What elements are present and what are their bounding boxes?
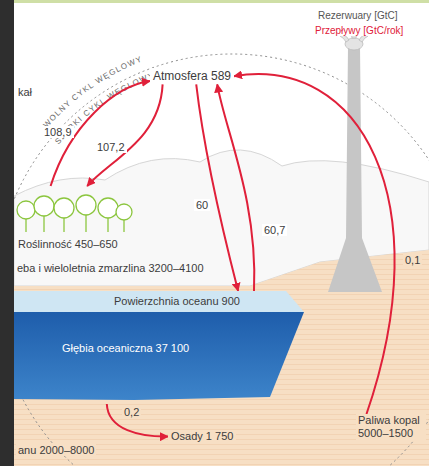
side-band [0,0,14,466]
reservoir-text: Paliwa kopal 5000–1500 [358,414,424,440]
cycle-label-text: WOLNY CYKL WĘGLOWY [42,54,144,129]
flow-arrow [107,404,168,437]
fossil-fuel-node: Paliwa kopal 5000–1500 [356,414,426,440]
flow-value: 107,2 [95,141,127,153]
note-label: kał [16,86,34,98]
note-label: Przepływy [GtC/rok] [313,25,405,36]
soil-node: eba i wieloletnia zmarzlina 3200–4100 [14,262,207,275]
reservoir-text: Roślinność 450–650 [18,238,118,251]
ocean-surface-band: Powierzchnia oceanu 900 [14,291,314,312]
flow-value: 108,9 [42,126,74,138]
reservoir-text: Powierzchnia oceanu 900 [114,295,240,308]
cycle-label: WOLNY CYKL WĘGLOWY [42,54,144,129]
reservoir-label: Atmosfera 589 [150,68,234,84]
vegetation-node: Roślinność 450–650 [14,186,136,256]
flow-value: 0,1 [403,254,422,266]
flow-value: 0,2 [122,406,141,418]
sediment-node: Osady 1 750 [168,430,236,443]
note-label: anu 2000–8000 [16,444,96,456]
deep-ocean-region: Głębia oceaniczna 37 100 [14,312,304,404]
flow-value: 60,7 [262,224,287,236]
flow-arrow [217,84,254,291]
flow-arrow [196,84,238,291]
reservoir-text: Osady 1 750 [171,430,233,443]
reservoir-text: Głębia oceaniczna 37 100 [62,342,189,355]
note-label: Rezerwuary [GtC] [316,10,399,21]
flow-arrow [87,84,162,186]
reservoir-text: Atmosfera 589 [153,69,231,83]
top-border [14,0,429,3]
trees [14,186,134,236]
deep-ocean-shape [14,312,304,404]
flow-value: 60 [194,199,210,211]
volcano [328,46,382,292]
reservoir-text: eba i wieloletnia zmarzlina 3200–4100 [17,262,204,275]
